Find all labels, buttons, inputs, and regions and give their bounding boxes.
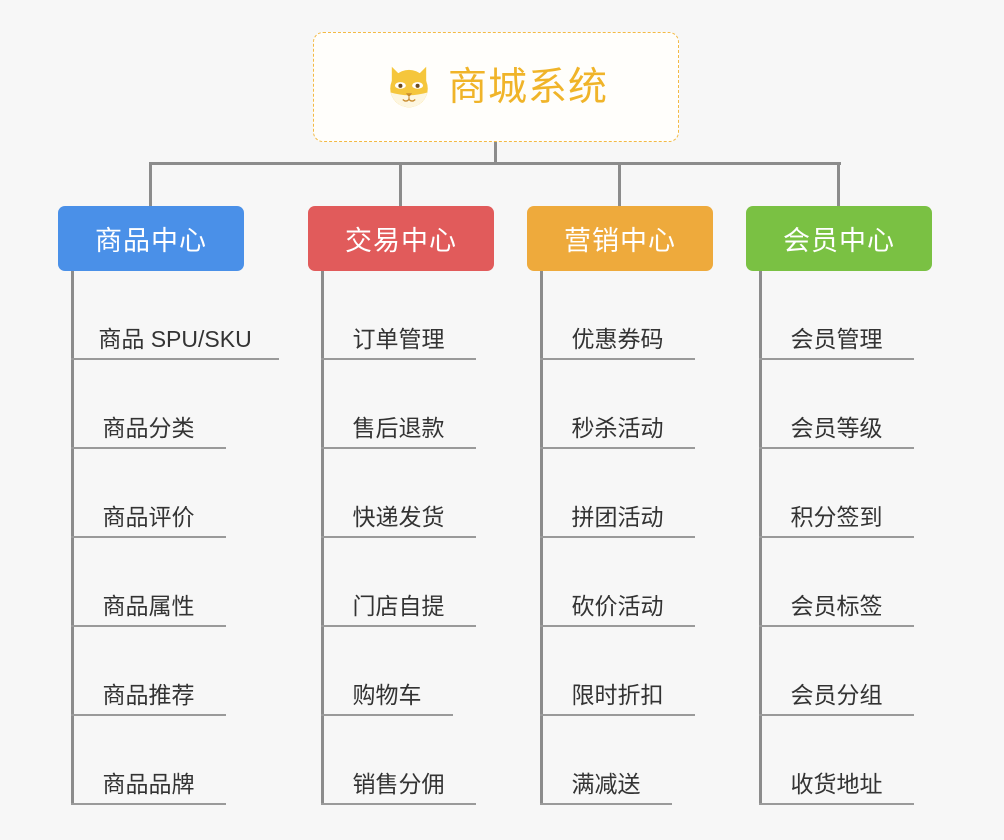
leaf-item[interactable]: 订单管理 [321,271,476,360]
leaf-item[interactable]: 商品分类 [71,360,226,449]
leaf-item[interactable]: 销售分佣 [321,716,476,805]
leaf-item-label: 会员管理 [790,325,883,352]
leaf-item-label: 快递发货 [352,503,445,530]
leaf-item-label: 商品分类 [102,414,195,441]
leaf-item-label: 售后退款 [352,414,445,441]
leaf-item[interactable]: 会员等级 [759,360,914,449]
leaf-item[interactable]: 商品属性 [71,538,226,627]
category-box-2[interactable]: 营销中心 [527,206,713,271]
leaf-item[interactable]: 售后退款 [321,360,476,449]
leaf-item[interactable]: 商品评价 [71,449,226,538]
leaf-item-label: 门店自提 [352,592,445,619]
leaf-item-label: 收货地址 [790,770,883,797]
leaf-item-label: 销售分佣 [352,770,445,797]
leaf-item-label: 会员分组 [790,681,883,708]
leaf-item-label: 购物车 [352,681,422,708]
category-label: 会员中心 [783,226,895,256]
leaf-item-label: 积分签到 [790,503,883,530]
leaf-item-label: 商品品牌 [102,770,195,797]
root-node-mall-system[interactable]: 商城系统 [313,32,679,142]
leaf-item-label: 订单管理 [352,325,445,352]
leaf-item[interactable]: 限时折扣 [540,627,695,716]
leaf-item[interactable]: 拼团活动 [540,449,695,538]
leaf-item-label: 商品评价 [102,503,195,530]
leaf-item[interactable]: 满减送 [540,716,672,805]
leaf-item[interactable]: 秒杀活动 [540,360,695,449]
leaf-item-label: 商品推荐 [102,681,195,708]
leaf-item[interactable]: 优惠券码 [540,271,695,360]
category-box-0[interactable]: 商品中心 [58,206,244,271]
leaf-item[interactable]: 会员管理 [759,271,914,360]
leaf-item-label: 秒杀活动 [571,414,664,441]
leaf-item[interactable]: 会员分组 [759,627,914,716]
leaf-item-label: 商品 SPU/SKU [98,325,252,352]
leaf-trunk-line [321,271,324,805]
leaf-item-label: 会员等级 [790,414,883,441]
leaf-item-label: 商品属性 [102,592,195,619]
connector-drop-2 [618,162,621,207]
category-label: 交易中心 [345,226,457,256]
connector-drop-0 [149,162,152,207]
leaf-trunk-line [759,271,762,805]
connector-horizontal-bus [150,162,841,165]
leaf-item[interactable]: 门店自提 [321,538,476,627]
category-box-3[interactable]: 会员中心 [746,206,932,271]
category-label: 营销中心 [564,226,676,256]
leaf-item[interactable]: 商品品牌 [71,716,226,805]
leaf-item[interactable]: 积分签到 [759,449,914,538]
leaf-item-label: 优惠券码 [571,325,664,352]
connector-drop-1 [399,162,402,207]
leaf-item-label: 砍价活动 [571,592,664,619]
category-label: 商品中心 [95,226,207,256]
root-node-label: 商城系统 [447,65,608,109]
leaf-item[interactable]: 购物车 [321,627,453,716]
leaf-trunk-line [71,271,74,805]
leaf-trunk-line [540,271,543,805]
leaf-item[interactable]: 砍价活动 [540,538,695,627]
leaf-item[interactable]: 快递发货 [321,449,476,538]
leaf-item[interactable]: 商品推荐 [71,627,226,716]
connector-drop-3 [837,162,840,207]
connector-root-stem [494,142,497,164]
leaf-item[interactable]: 商品 SPU/SKU [71,271,279,360]
leaf-item-label: 限时折扣 [571,681,664,708]
leaf-item-label: 拼团活动 [571,503,664,530]
leaf-item[interactable]: 会员标签 [759,538,914,627]
leaf-item-label: 会员标签 [790,592,883,619]
category-box-1[interactable]: 交易中心 [308,206,494,271]
leaf-item-label: 满减送 [571,770,641,797]
leaf-item[interactable]: 收货地址 [759,716,914,805]
shiba-dog-face-icon [390,66,428,108]
